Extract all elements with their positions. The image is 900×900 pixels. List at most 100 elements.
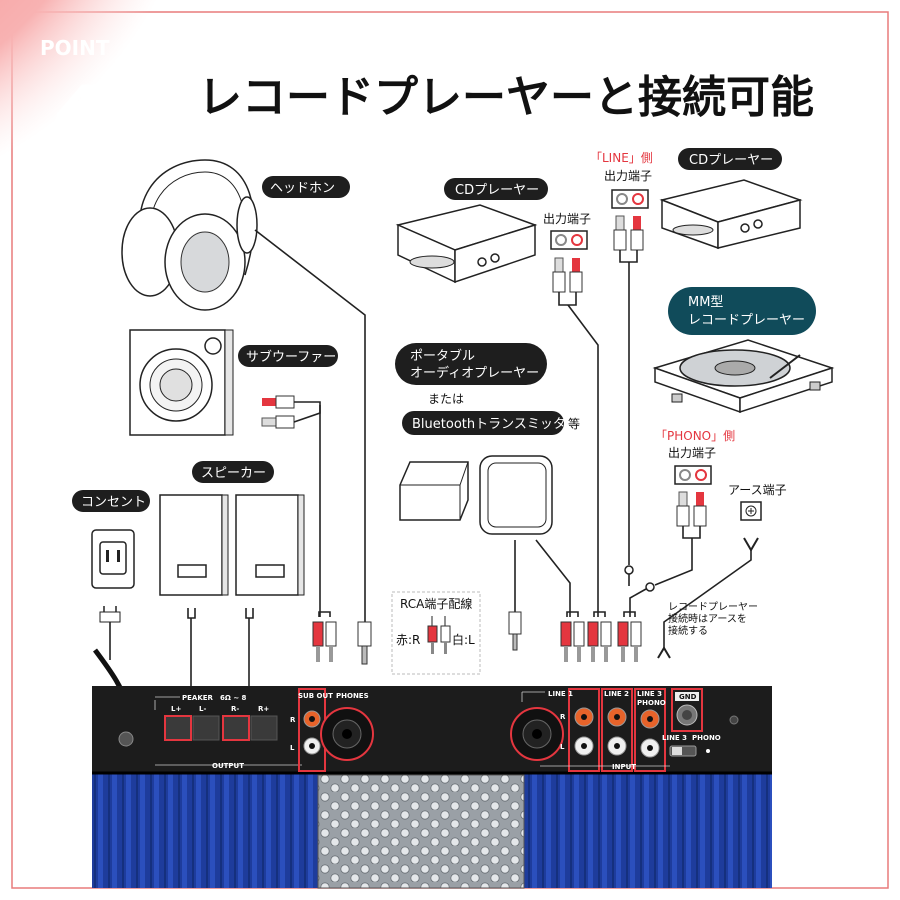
- line2-rca-plugs: [587, 611, 612, 662]
- line3-rca-jacks[interactable]: [640, 709, 660, 758]
- point-label: POINT: [40, 36, 110, 60]
- panel-screw-left: [118, 731, 134, 747]
- cd-2-cable-break: [624, 565, 634, 575]
- sub-out-rca-plugs: [312, 611, 337, 662]
- line1-mini-jack[interactable]: [510, 707, 564, 761]
- headphones-label: ヘッドホン: [270, 181, 335, 196]
- cd-player-1-label-pill: [444, 178, 548, 200]
- panel-l-label-2: L: [560, 743, 565, 751]
- subwoofer-cable: [293, 401, 321, 423]
- subwoofer-label-pill: [238, 345, 338, 367]
- phono-cable-tail: [629, 588, 647, 617]
- phono-output-label: 出力端子: [668, 446, 716, 460]
- bluetooth-label: Bluetoothトランスミッター: [412, 417, 579, 432]
- speaker-right-icon: [235, 494, 305, 596]
- phono-cable-break: [645, 582, 655, 592]
- earth-fork-icon: [743, 537, 759, 552]
- terminal-l-minus-label: L-: [199, 705, 206, 713]
- portable-label-2: オーディオプレーヤー: [410, 365, 539, 381]
- panel-impedance-label: 6Ω ~ 8: [220, 694, 247, 702]
- line1-rca-jacks[interactable]: [574, 707, 594, 756]
- cd-1-output-jacks: [550, 230, 588, 250]
- phono-output-jacks: [674, 465, 712, 485]
- panel-l-label-1: L: [290, 744, 295, 752]
- speaker-right-cable: [245, 608, 254, 619]
- bluetooth-cable: [535, 539, 571, 617]
- sub-out-jacks[interactable]: [303, 710, 321, 755]
- cd-player-2-label: CDプレーヤー: [689, 153, 773, 168]
- speaker-left-cable: [187, 608, 196, 619]
- line2-highlight: [601, 688, 633, 772]
- speakers-label: スピーカー: [201, 466, 266, 481]
- subwoofer-label: サブウーファー: [246, 349, 336, 365]
- outlet-icon: [91, 529, 135, 589]
- cd-2-cable: [619, 250, 638, 263]
- panel-phono-label: PHONO: [637, 699, 666, 707]
- mm-record-label-2: レコードプレーヤー: [688, 313, 805, 328]
- or-label: または: [428, 392, 464, 406]
- cd-1-cable-down: [567, 304, 599, 617]
- panel-speaker-label: PEAKER: [182, 694, 214, 702]
- speaker-terminals: [164, 715, 278, 741]
- mm-record-label-pill: [668, 287, 816, 335]
- portable-label-1: ポータブル: [410, 348, 475, 364]
- phono-rca-plugs: [676, 491, 707, 527]
- panel-r-label-2: R: [560, 713, 566, 721]
- headphones-icon: [121, 159, 258, 311]
- panel-input-label: INPUT: [612, 763, 636, 771]
- cd-player-1-label: CDプレーヤー: [455, 183, 539, 198]
- line1-highlight: [568, 688, 600, 772]
- panel-line2-label: LINE 2: [604, 690, 629, 698]
- gnd-terminal[interactable]: [676, 704, 698, 726]
- line3-highlight: [634, 688, 666, 772]
- panel-output-label: OUTPUT: [212, 762, 244, 770]
- earth-note-1: レコードプレーヤー: [668, 601, 758, 613]
- phono-side-label: 「PHONO」側: [655, 429, 735, 443]
- cd-2-output-jacks: [611, 189, 649, 209]
- panel-gnd-label: GND: [679, 693, 697, 701]
- phones-jack[interactable]: [320, 707, 374, 761]
- earth-plug-icon: [657, 646, 671, 659]
- input-selector-switch[interactable]: [669, 745, 710, 757]
- cd-player-1-icon: [395, 204, 538, 284]
- speakers-label-pill: [192, 461, 274, 483]
- speaker-left-icon: [159, 494, 229, 596]
- panel-line3-label: LINE 3: [637, 690, 662, 698]
- line3-rca-plugs: [617, 611, 642, 662]
- line2-rca-jacks[interactable]: [607, 707, 627, 756]
- switch-line3-label: LINE 3: [662, 734, 687, 742]
- panel-r-label-1: R: [290, 716, 296, 724]
- etc-label: 等: [568, 417, 580, 431]
- rca-legend-white: 白:L: [452, 632, 475, 647]
- rca-legend-title: RCA端子配線: [400, 596, 472, 611]
- headphones-label-pill: [262, 176, 350, 198]
- line-side-label: 「LINE」側: [590, 151, 653, 165]
- power-plug-icon: [99, 606, 121, 623]
- gnd-highlight: [671, 688, 703, 732]
- terminal-r-plus-label: R+: [258, 705, 269, 713]
- panel-screw-right: [729, 715, 739, 725]
- portable-label-pill: [395, 343, 547, 385]
- cd-1-rca-plugs: [552, 257, 583, 293]
- headphones-cable: [254, 229, 366, 622]
- gnd-label-bg: [675, 692, 699, 701]
- amp-heatsink-mesh: [317, 774, 525, 889]
- switch-phono-label: PHONO: [692, 734, 721, 742]
- subwoofer-icon: [129, 329, 234, 436]
- panel-line1-label: LINE 1: [548, 690, 573, 698]
- bluetooth-label-pill: [402, 411, 564, 435]
- cd-1-cable: [558, 292, 577, 306]
- outlet-label-pill: [72, 490, 150, 512]
- terminal-l-plus-label: L+: [171, 705, 181, 713]
- line1-rca-plugs: [560, 611, 585, 662]
- turntable-icon: [652, 339, 835, 414]
- outlet-label: コンセント: [81, 495, 146, 510]
- page-title: レコードプレーヤーと接続可能: [198, 72, 814, 123]
- cd-2-output-label: 出力端子: [604, 169, 652, 183]
- earth-note-2: 接続時はアースを: [668, 612, 747, 625]
- cd-2-rca-plugs: [613, 215, 644, 251]
- phones-plug: [357, 621, 372, 665]
- bluetooth-transmitter-icon: [399, 461, 469, 521]
- corner-badge: [0, 0, 202, 202]
